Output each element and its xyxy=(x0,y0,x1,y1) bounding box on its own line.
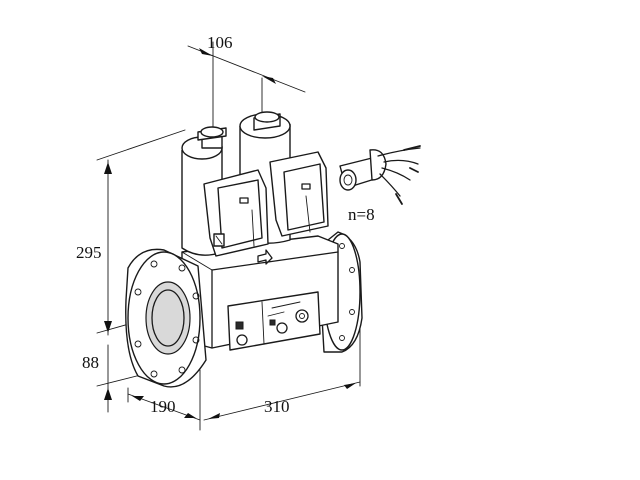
valve-body xyxy=(125,231,363,388)
solenoid-coils xyxy=(181,111,329,265)
dimension-depth: 190 xyxy=(150,397,176,416)
dimension-height-total: 295 xyxy=(76,243,102,262)
dimension-bolt-count: n=8 xyxy=(348,205,375,224)
plug-connector xyxy=(339,145,421,205)
flange-bolt-holes xyxy=(134,260,200,378)
dimension-height-low: 88 xyxy=(82,353,99,372)
dimension-top-width: 106 xyxy=(207,33,233,52)
dimension-length: 310 xyxy=(264,397,290,416)
dimension-labels: 106 295 88 190 310 n=8 xyxy=(76,33,375,416)
